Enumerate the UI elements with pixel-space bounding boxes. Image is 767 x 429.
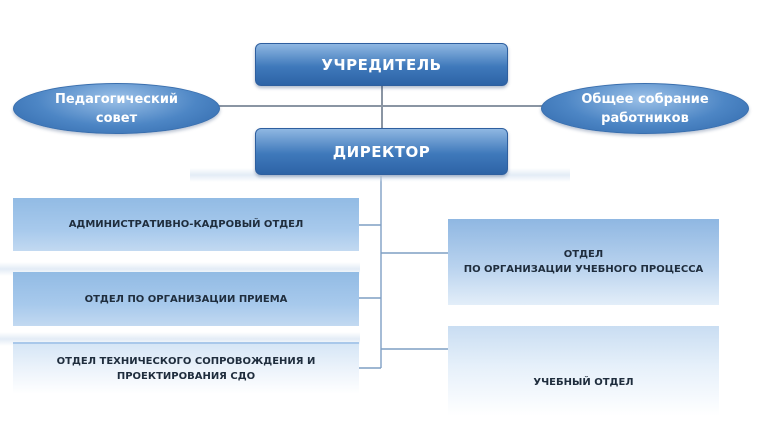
tech-dept-box: ОТДЕЛ ТЕХНИЧЕСКОГО СОПРОВОЖДЕНИЯ И ПРОЕК… <box>13 342 359 394</box>
founder-box: УЧРЕДИТЕЛЬ <box>255 43 508 86</box>
director-label: ДИРЕКТОР <box>332 142 431 161</box>
tech-dept-label: ОТДЕЛ ТЕХНИЧЕСКОГО СОПРОВОЖДЕНИЯ И ПРОЕК… <box>56 356 316 382</box>
admission-dept-box: ОТДЕЛ ПО ОРГАНИЗАЦИИ ПРИЕМА <box>13 272 359 326</box>
director-box: ДИРЕКТОР <box>255 128 508 175</box>
founder-label: УЧРЕДИТЕЛЬ <box>321 55 442 74</box>
pedagogical-council-label: Педагогический совет <box>54 91 179 126</box>
study-dept-label: УЧЕБНЫЙ ОТДЕЛ <box>533 377 634 388</box>
general-meeting-label: Общее собрание работников <box>581 91 709 126</box>
admin-dept-label: АДМИНИСТРАТИВНО-КАДРОВЫЙ ОТДЕЛ <box>68 219 304 230</box>
admission-dept-label: ОТДЕЛ ПО ОРГАНИЗАЦИИ ПРИЕМА <box>84 293 288 305</box>
edu-process-dept-label: ОТДЕЛ ПО ОРГАНИЗАЦИИ УЧЕБНОГО ПРОЦЕССА <box>463 249 704 275</box>
admin-dept-box: АДМИНИСТРАТИВНО-КАДРОВЫЙ ОТДЕЛ <box>13 198 359 251</box>
pedagogical-council-oval: Педагогический совет <box>13 83 220 134</box>
general-meeting-oval: Общее собрание работников <box>541 83 749 134</box>
edu-process-dept-box: ОТДЕЛ ПО ОРГАНИЗАЦИИ УЧЕБНОГО ПРОЦЕССА <box>448 219 719 305</box>
study-dept-box: УЧЕБНЫЙ ОТДЕЛ <box>448 326 719 416</box>
